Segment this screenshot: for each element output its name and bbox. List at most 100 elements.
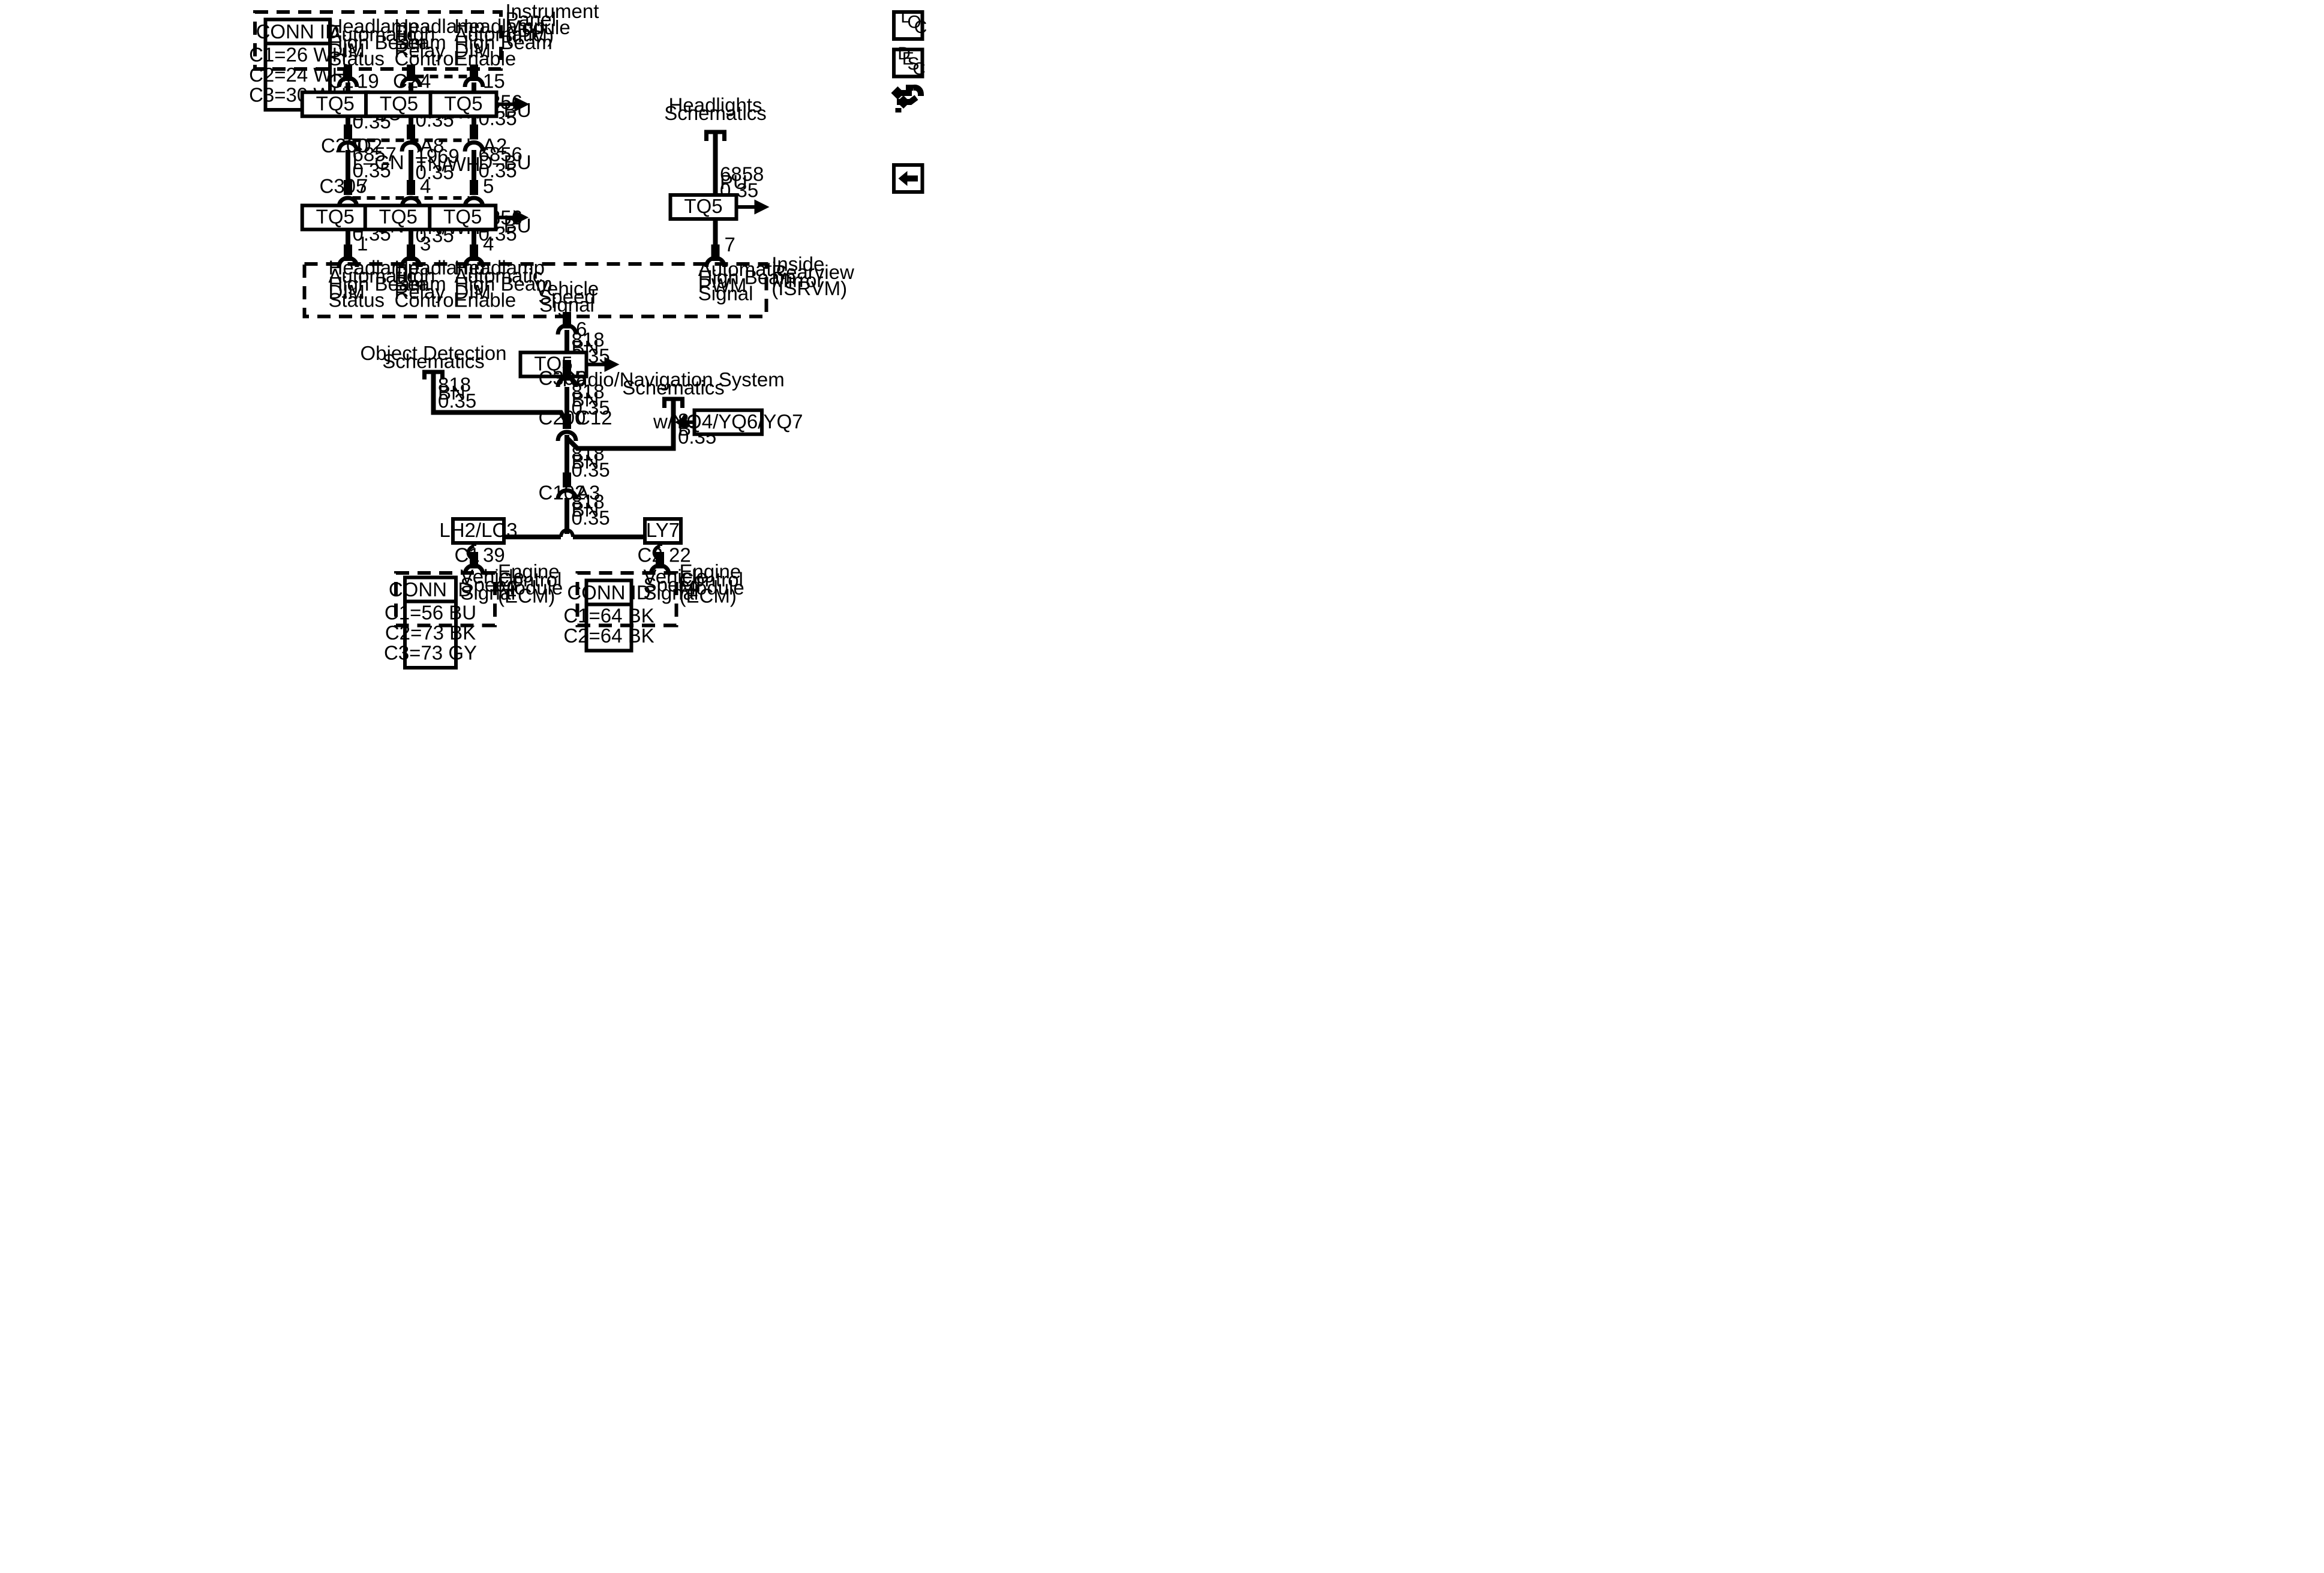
tq5-tag-col3-seg1[interactable]: TQ5	[428, 90, 530, 118]
wire-label: 0.35	[438, 390, 476, 412]
radio-source: Radio/Navigation System	[562, 368, 785, 391]
ecm-right-pin: 22	[669, 544, 691, 566]
c200-col2-female	[400, 140, 422, 152]
isrvm-module	[302, 262, 768, 319]
wire-label: BN	[572, 451, 599, 473]
tq5-box[interactable]	[428, 90, 499, 118]
tq5-tag-col3-seg3[interactable]: TQ5	[428, 203, 529, 232]
isrvm-vss-label: Speed	[538, 286, 595, 308]
tq5-label: TQ5	[316, 206, 355, 228]
ecm-right-conn-id-line: C2=64 BK	[563, 625, 654, 647]
option-tag-left[interactable]: LH2/LC3	[439, 517, 518, 545]
c200-col3-female	[463, 140, 485, 152]
tools-icon[interactable]	[891, 85, 924, 113]
wire-label: 0.35	[572, 397, 610, 419]
ipm-pin-label: Enable	[455, 47, 517, 70]
wire-label: 6857	[353, 143, 397, 165]
tools-icon-hook	[912, 85, 924, 96]
tq5-tag-col1-seg1[interactable]: TQ5	[300, 90, 401, 118]
option-tag-right[interactable]: LY7	[643, 517, 683, 545]
ecm-right-pin-label: Signal	[644, 582, 699, 604]
ecm-left-name: Engine	[498, 560, 560, 583]
tq5-tag-col1-seg3[interactable]: TQ5	[300, 203, 401, 232]
ecm-right-name: Module	[680, 577, 744, 599]
loc-letter: C	[914, 17, 927, 37]
wire-label: D–BU	[479, 151, 532, 173]
ecm-left-conn-id-line: C2=73 BK	[385, 622, 476, 644]
c305-pin: 7	[357, 175, 368, 197]
ipm-conn-id-line: C1=26 WH	[249, 44, 346, 66]
isrvm-pin-label: PWM	[698, 274, 747, 296]
c305-vss-female	[556, 376, 578, 388]
ipm-name: Module	[506, 16, 571, 38]
loc-button[interactable]: LOC	[892, 7, 927, 41]
ipm-pin-label: Beam	[395, 31, 446, 53]
ipm-pin-label: High Beam	[455, 31, 553, 53]
isrvm-pin-label: Headlamp	[455, 257, 545, 279]
wire-label: L–GN	[353, 151, 404, 173]
wire-label: 818	[572, 380, 605, 403]
ipm-name: Panel	[506, 8, 556, 31]
option-tag-left-label: LH2/LC3	[439, 519, 517, 541]
isrvm-pin-num: 6	[576, 318, 587, 340]
ipm-pin-label: Headlamp	[329, 15, 419, 37]
c305-pin: 5	[483, 175, 494, 197]
option-tag-right-label: LY7	[646, 519, 680, 541]
ipm-pin-label: Headlamp	[395, 15, 485, 37]
ipm-pin-label: Status	[329, 47, 385, 70]
ecm-left-conn-id-title: CONN ID	[389, 578, 472, 601]
c200-label: C200	[321, 134, 368, 157]
tq5-label: TQ5	[443, 206, 482, 228]
desc-letter: E	[902, 49, 914, 69]
isrvm-vss-label: Vehicle	[535, 278, 599, 300]
wire-label: 0.35	[572, 459, 610, 481]
arrow-right-icon	[514, 210, 529, 225]
back-arrow-icon	[898, 171, 918, 186]
ecm-left-pin-label: Speed	[461, 574, 518, 596]
c200-pin: A8	[420, 134, 444, 157]
wire-label: 818	[572, 491, 605, 513]
isrvm-pin-label: Status	[329, 289, 385, 311]
isrvm-pin-label: Headlamp	[329, 257, 419, 279]
ecm-left-pin-label: Signal	[461, 582, 516, 604]
tq5-box[interactable]	[300, 203, 370, 232]
tq5-box[interactable]	[428, 203, 498, 232]
option-tag-left-box[interactable]	[451, 517, 506, 545]
option-tag-right-box[interactable]	[643, 517, 683, 545]
object-detection-source: Object Detection	[361, 342, 507, 364]
desc-letter: C	[912, 59, 926, 79]
c305-label: C305	[539, 367, 586, 389]
tq5-tag-pwm[interactable]: TQ5	[668, 193, 770, 221]
isrvm-pin-num: 3	[420, 233, 431, 255]
ecm-right-module	[575, 571, 678, 628]
wire-label: 6856	[479, 143, 523, 165]
ecm-left-name: (ECM)	[498, 584, 555, 607]
c200-vss-female	[556, 430, 578, 442]
back-button[interactable]	[892, 163, 924, 194]
isrvm-pin-label: High Beam	[698, 266, 796, 289]
object-detection-source: Schematics	[382, 350, 485, 373]
c305-pin: 8	[576, 367, 587, 389]
tq5-box[interactable]	[364, 90, 434, 118]
tq5-label: TQ5	[379, 206, 418, 228]
arrow-right-icon	[754, 199, 770, 215]
tools-icon-arrow-right	[899, 95, 911, 109]
wire-label: 0.35	[572, 507, 610, 529]
option-tag-radio[interactable]: w/YQ4/YQ6/YQ7	[653, 408, 803, 436]
ipm-name: Instrument	[506, 0, 599, 22]
ecm-right-pin-label: Speed	[644, 574, 701, 596]
tools-icon-upper	[895, 85, 914, 96]
arrow-right-icon	[604, 357, 620, 372]
ecm-left-conn-id-line: C1=56 BU	[385, 602, 476, 624]
wire-label: 0.35	[479, 159, 517, 181]
ecm-right-pin-label: Vehicle	[644, 566, 707, 588]
ipm-pin-label: DIM	[455, 40, 491, 62]
headlights-source: Headlights	[669, 94, 762, 116]
desc-button-frame[interactable]	[892, 47, 924, 79]
isrvm-pin-label: Automatic	[698, 258, 786, 280]
tq5-tag-col2-seg1[interactable]: TQ5	[364, 90, 465, 118]
loc-button-frame[interactable]	[892, 10, 924, 41]
ipm-conn-c2: C2	[393, 70, 418, 92]
